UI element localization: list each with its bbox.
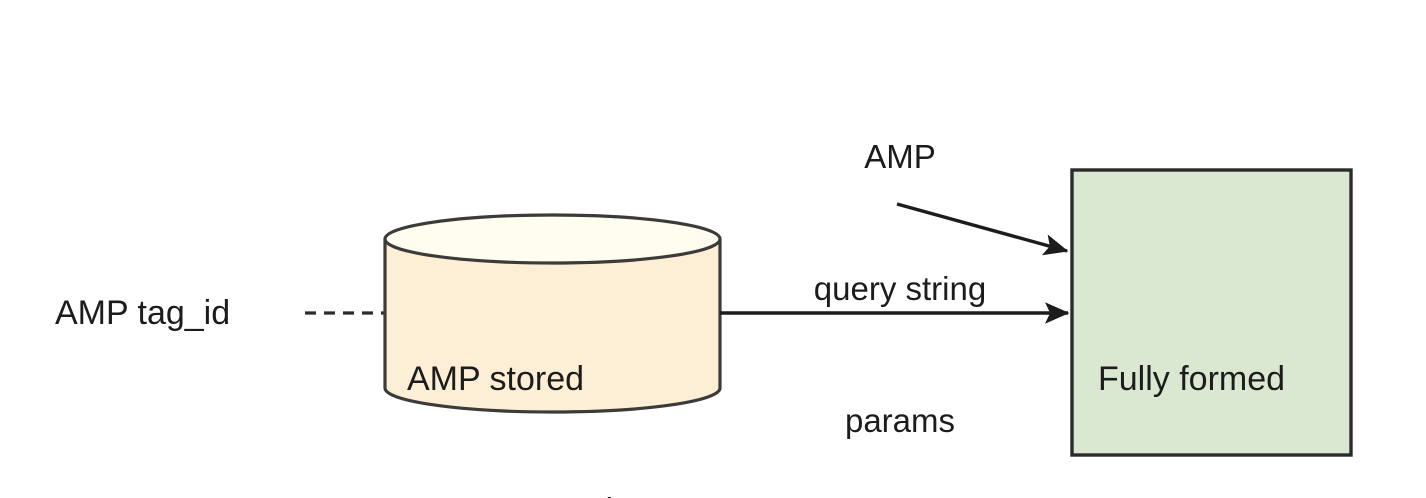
edge-params-to-ortb	[896, 202, 1069, 256]
stored-request-label: AMP stored request template	[407, 269, 660, 498]
amp-tag-id-label: AMP tag_id	[55, 294, 231, 332]
cylinder-shape	[383, 213, 722, 414]
ortb-box-shape	[1070, 168, 1353, 457]
ortb-output-label: Fully formed ORTB	[1098, 269, 1285, 498]
query-string-params-line-1: AMP	[864, 138, 936, 175]
query-string-params-line-2: query string	[813, 270, 987, 307]
query-string-params-label: AMP query string params	[780, 47, 1020, 498]
stored-request-label-line-1: AMP stored	[407, 360, 585, 398]
cylinder-top-cap	[383, 213, 722, 265]
stored-request-label-line-2: request template	[407, 489, 660, 498]
ortb-output-line-1: Fully formed	[1098, 360, 1286, 398]
cylinder-body	[383, 237, 722, 414]
ortb-output-line-2: ORTB	[1098, 489, 1285, 498]
query-string-params-line-3: params	[844, 402, 956, 439]
